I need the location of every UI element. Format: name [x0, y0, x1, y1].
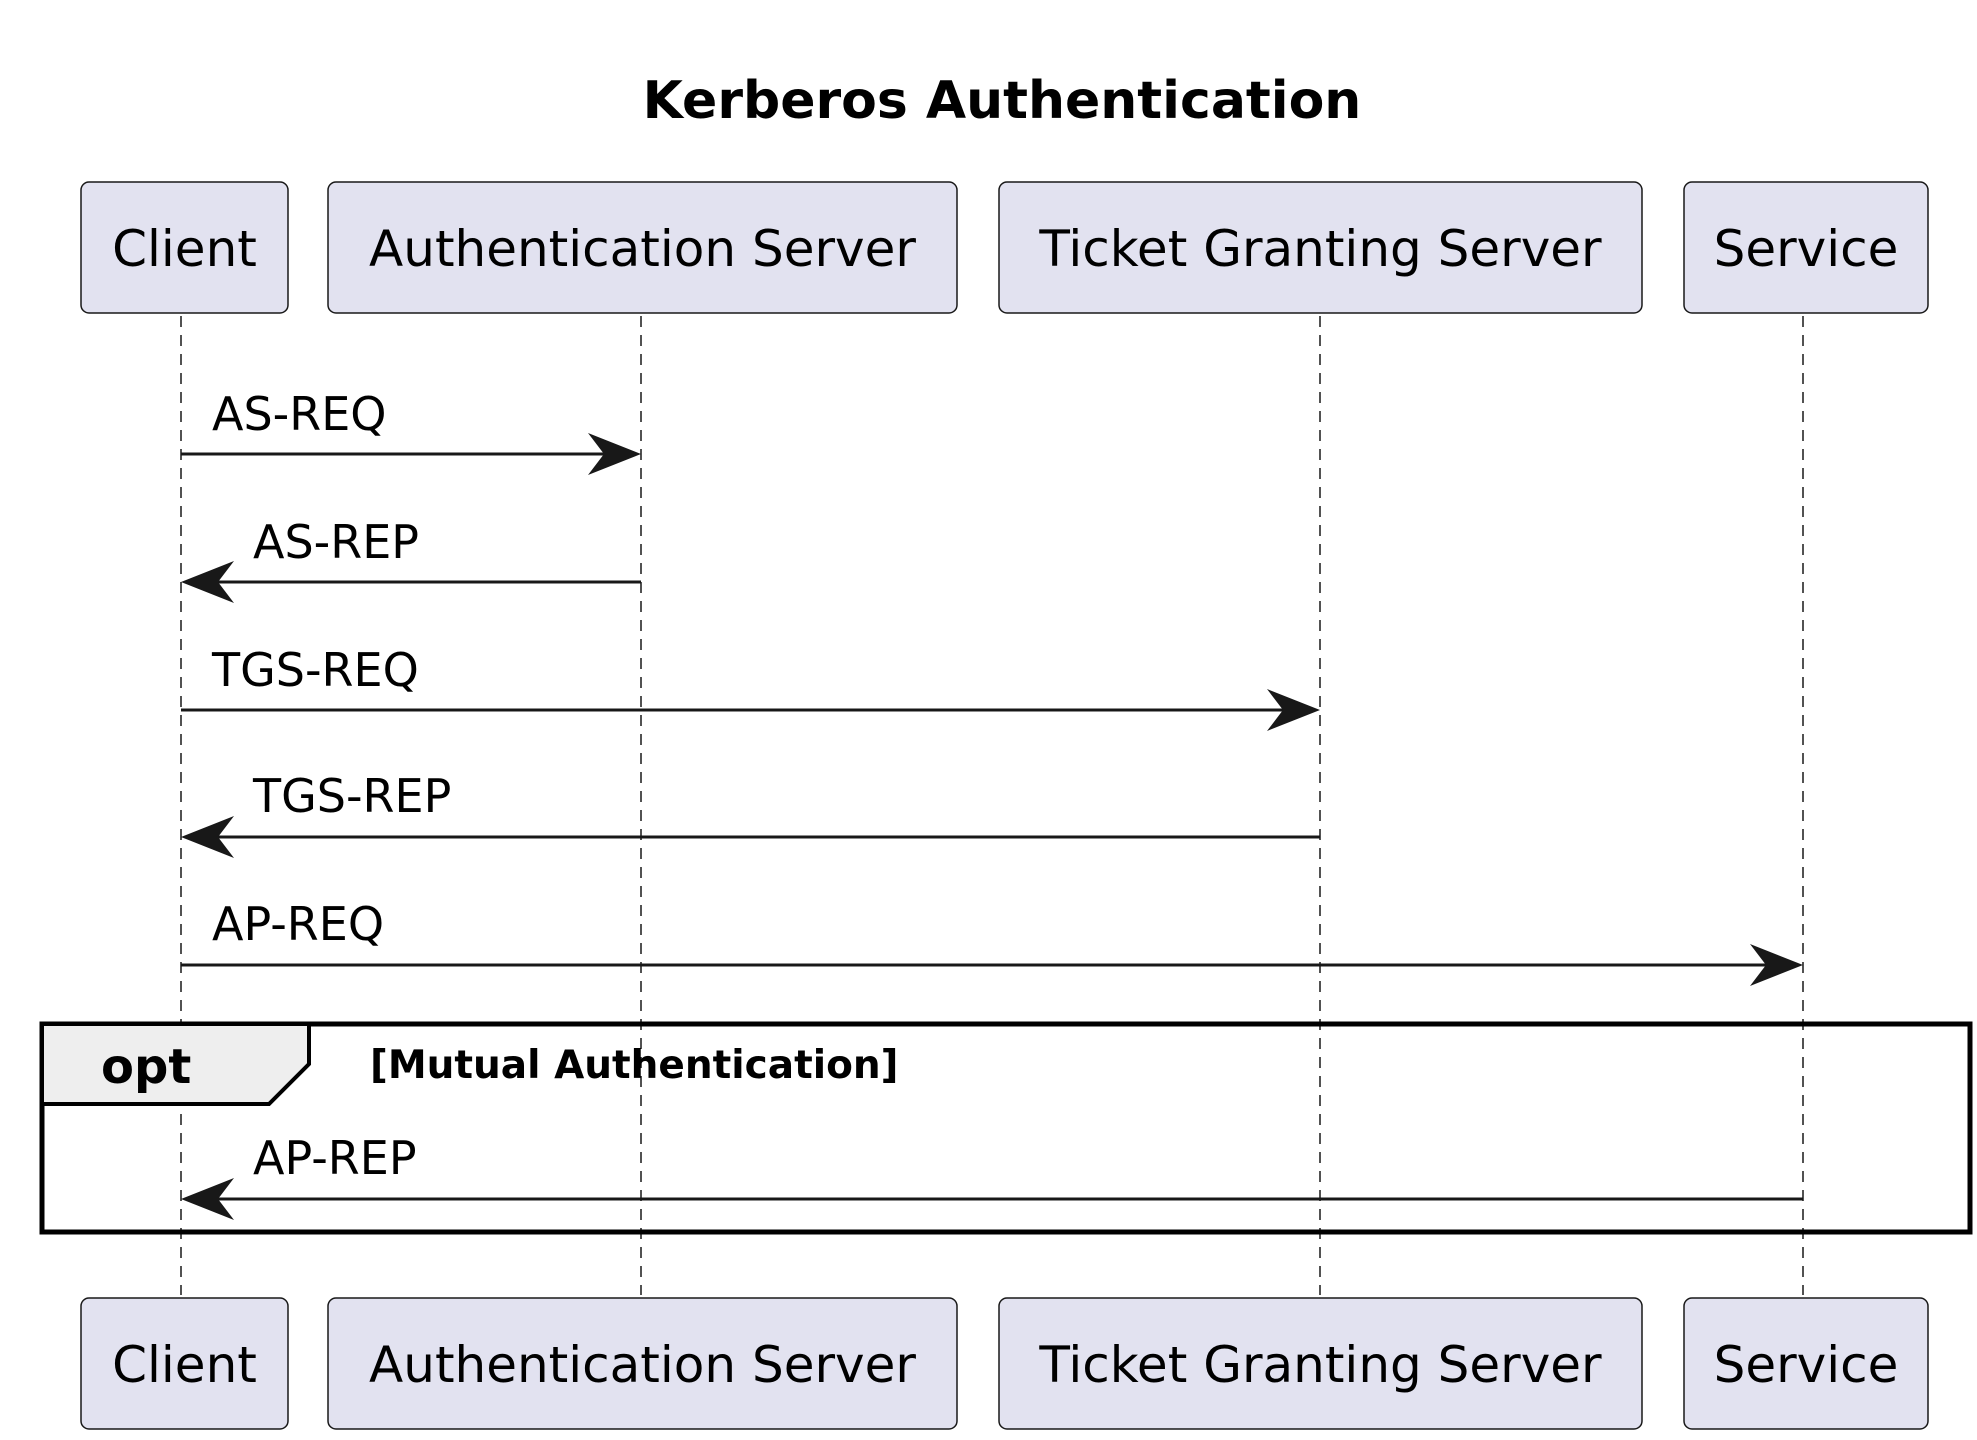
arrowhead-left-icon [181, 1178, 234, 1220]
fragment-opt: opt [Mutual Authentication] AP-REP [39, 1021, 1973, 1235]
participant-authentication-server-top: Authentication Server [327, 181, 958, 314]
participant-service-bottom: Service [1683, 1297, 1929, 1430]
message-label: AP-REP [253, 1131, 417, 1185]
arrowhead-right-icon [1267, 689, 1320, 731]
participants-bottom: Client Authentication Server Ticket Gran… [80, 1297, 1929, 1430]
participant-label: Ticket Granting Server [1038, 1336, 1602, 1394]
message-label: TGS-REQ [211, 643, 419, 697]
fragment-frame [39, 1021, 1973, 1235]
participant-ticket-granting-server-top: Ticket Granting Server [998, 181, 1643, 314]
participants-top: Client Authentication Server Ticket Gran… [80, 181, 1929, 314]
message-ap-req: AP-REQ [181, 897, 1803, 986]
arrowhead-right-icon [1750, 944, 1803, 986]
fragment-tab [40, 1022, 311, 1106]
arrowhead-left-icon [181, 561, 234, 603]
participant-authentication-server-bottom: Authentication Server [327, 1297, 958, 1430]
participant-label: Authentication Server [369, 1336, 916, 1394]
message-label: AP-REQ [212, 897, 384, 951]
message-as-req: AS-REQ [181, 387, 641, 475]
participant-label: Client [112, 1336, 257, 1394]
message-tgs-rep: TGS-REP [181, 769, 1320, 858]
message-label: TGS-REP [252, 769, 451, 823]
participant-label: Service [1714, 1336, 1899, 1394]
diagram-title: Kerberos Authentication [643, 71, 1362, 131]
participant-label: Service [1714, 220, 1899, 278]
participant-label: Client [112, 220, 257, 278]
participant-label: Ticket Granting Server [1038, 220, 1602, 278]
arrowhead-left-icon [181, 816, 234, 858]
message-label: AS-REP [253, 515, 419, 569]
arrowhead-right-icon [588, 433, 641, 475]
fragment-guard: [Mutual Authentication] [370, 1043, 898, 1088]
participant-client-top: Client [80, 181, 289, 314]
message-label: AS-REQ [212, 387, 387, 441]
fragment-kind: opt [101, 1039, 191, 1095]
message-as-rep: AS-REP [181, 515, 641, 603]
participant-service-top: Service [1683, 181, 1929, 314]
messages: AS-REQ AS-REP TGS-REQ TGS-REP AP-REQ [181, 387, 1803, 986]
message-tgs-req: TGS-REQ [181, 643, 1320, 731]
participant-client-bottom: Client [80, 1297, 289, 1430]
participant-ticket-granting-server-bottom: Ticket Granting Server [998, 1297, 1643, 1430]
message-ap-rep: AP-REP [181, 1131, 1803, 1220]
participant-label: Authentication Server [369, 220, 916, 278]
